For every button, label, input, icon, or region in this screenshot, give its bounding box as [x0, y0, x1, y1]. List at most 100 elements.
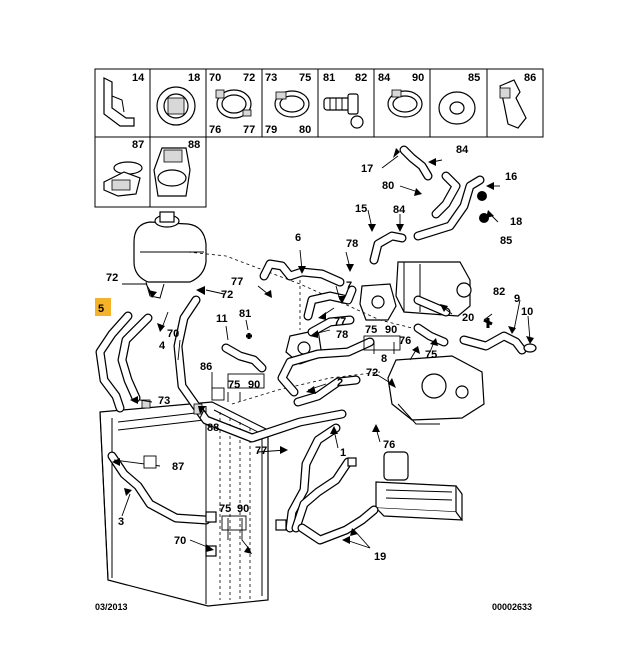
engine-flange [285, 283, 397, 365]
cross-markers [246, 318, 493, 339]
callout-8: 8 [381, 353, 387, 365]
callout-7: 7 [346, 280, 352, 292]
callout-1: 1 [340, 447, 346, 459]
legend-label-77: 77 [243, 124, 255, 136]
legend-box-86: 86 [499, 72, 536, 129]
callout-20: 20 [462, 312, 474, 324]
hose-15 [369, 231, 407, 265]
footer-date: 03/2013 [95, 602, 128, 612]
callout-78: 78 [336, 329, 348, 341]
callout-10: 10 [521, 306, 533, 318]
legend-box-14: 14 [103, 72, 145, 127]
callout-6: 6 [295, 232, 301, 244]
callout-18: 18 [510, 216, 522, 228]
legend-label-75: 75 [299, 72, 311, 84]
highlight-box-5 [95, 298, 111, 316]
callout-90: 90 [248, 379, 260, 391]
legend-label-70: 70 [209, 72, 221, 84]
hose-6 [259, 259, 345, 287]
legend-label-84: 84 [378, 72, 391, 84]
legend-box-84-90: 84 90 [378, 72, 424, 118]
callout-4: 4 [159, 340, 166, 352]
callout-72: 72 [106, 272, 118, 284]
legend-label-81: 81 [323, 72, 335, 84]
callout-72: 72 [221, 289, 233, 301]
hose-20 [413, 295, 451, 347]
callout-72: 72 [366, 367, 378, 379]
callout-19: 19 [374, 551, 386, 563]
legend-label-82: 82 [355, 72, 367, 84]
hose-19 [297, 505, 379, 545]
legend-box-87: 87 [103, 139, 144, 197]
hose-10 [523, 343, 537, 353]
callout-77: 77 [334, 316, 346, 328]
callout-75: 75 [365, 324, 377, 336]
legend-label-86: 86 [524, 72, 536, 84]
callout-15: 15 [355, 203, 367, 215]
callout-76: 76 [383, 439, 395, 451]
callout-brackets [143, 335, 401, 531]
expansion-tank [133, 211, 207, 299]
callout-75: 75 [219, 503, 231, 515]
callout-75: 75 [228, 379, 240, 391]
arrowheads [112, 148, 534, 554]
legend-box-81-82: 81 82 [323, 72, 367, 129]
legend-label-87: 87 [132, 139, 144, 151]
legend-label-85: 85 [468, 72, 480, 84]
hose-11 [221, 343, 267, 373]
hose-1 [285, 423, 353, 533]
callout-85: 85 [500, 235, 512, 247]
hose-17 [399, 145, 433, 181]
hose-16 [413, 171, 485, 241]
callout-9: 9 [514, 293, 520, 305]
legend-box-73-75-79-80: 73 75 79 80 [265, 72, 311, 136]
legend-label-90: 90 [412, 72, 424, 84]
hose-2 [277, 337, 375, 407]
callout-84: 84 [456, 144, 469, 156]
callout-90: 90 [385, 324, 397, 336]
legend-box-88: 88 [153, 139, 200, 197]
hose-4 [173, 295, 347, 443]
callout-80: 80 [382, 180, 394, 192]
heater-core [375, 451, 464, 521]
hose-3 [107, 451, 211, 525]
callout-3: 3 [118, 516, 124, 528]
callout-2: 2 [337, 377, 343, 389]
callout-88: 88 [207, 422, 219, 434]
callout-78: 78 [346, 238, 358, 250]
callout-16: 16 [505, 171, 517, 183]
legend-label-72: 72 [243, 72, 255, 84]
legend-box-70-72-76-77: 70 72 76 77 [209, 72, 255, 136]
hose-5 [95, 311, 153, 413]
hose-9 [459, 331, 527, 355]
callout-82: 82 [493, 286, 505, 298]
legend-label-73: 73 [265, 72, 277, 84]
callout-76: 76 [399, 335, 411, 347]
legend-label-14: 14 [132, 72, 145, 84]
legend-box-18: 18 [156, 72, 200, 126]
footer-code: 00002633 [492, 602, 533, 612]
legend-label-88: 88 [188, 139, 200, 151]
callout-73: 73 [158, 395, 170, 407]
callout-75: 75 [425, 349, 437, 361]
legend-label-76: 76 [209, 124, 221, 136]
callout-87: 87 [172, 461, 184, 473]
callout-81: 81 [239, 308, 251, 320]
hose-7 [303, 285, 357, 337]
legend-box-85: 85 [438, 72, 480, 125]
callout-5: 5 [98, 303, 104, 315]
callout-84: 84 [393, 204, 406, 216]
legend-label-18: 18 [188, 72, 200, 84]
legend-label-79: 79 [265, 124, 277, 136]
legend-label-80: 80 [299, 124, 311, 136]
callout-70: 70 [167, 328, 179, 340]
callout-70: 70 [174, 535, 186, 547]
callout-11: 11 [216, 313, 228, 325]
callout-77: 77 [231, 276, 243, 288]
callout-90: 90 [237, 503, 249, 515]
callout-17: 17 [361, 163, 373, 175]
callout-numbers: 5 17 84 80 16 18 15 84 85 78 6 72 77 72 … [98, 144, 533, 563]
callout-86: 86 [200, 361, 212, 373]
engine-outline [187, 251, 421, 405]
